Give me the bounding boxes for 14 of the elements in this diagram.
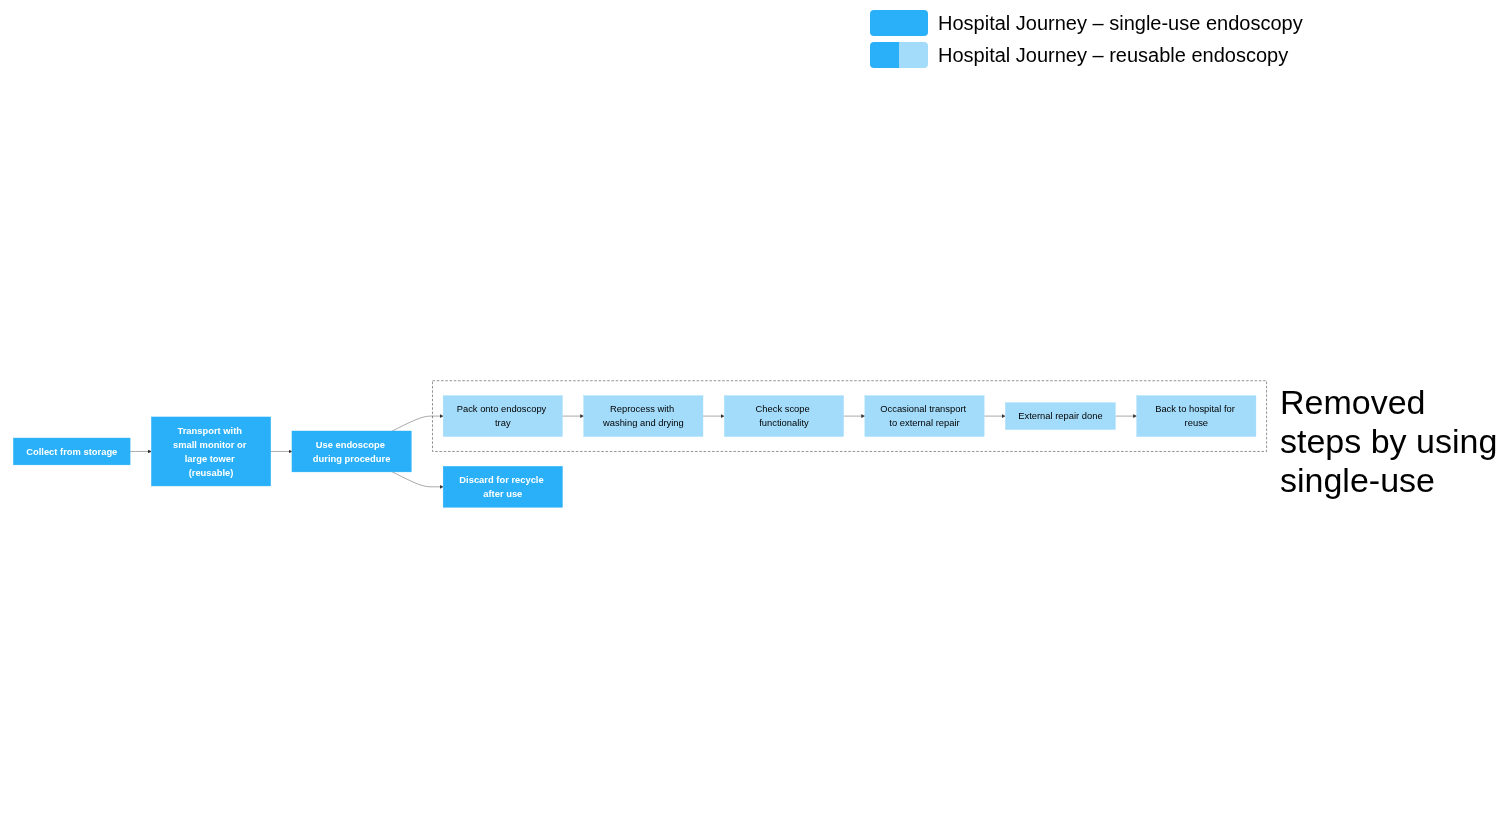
bracket-note: Removed steps by using single-use [1280,382,1499,500]
node-box: Use endoscope during procedure [291,430,412,473]
node-box: Back to hospital for reuse [1136,395,1257,437]
node-box: Reprocess with washing and drying [583,395,704,437]
node-box: Discard for recycle after use [442,466,563,508]
legend-label: Hospital Journey – single-use endoscopy [938,11,1303,35]
cluster [432,380,1267,452]
node-box: Collect from storage [13,437,131,466]
node-box: Occasional transport to external repair [864,395,985,437]
node-box: External repair done [1005,402,1116,430]
node-box: Pack onto endoscopy tray [442,395,563,437]
legend-label: Hospital Journey – reusable endoscopy [938,43,1289,67]
node-box: Transport with small monitor or large tower (reusable) [151,416,271,487]
node-box: Check scope functionality [724,395,844,437]
